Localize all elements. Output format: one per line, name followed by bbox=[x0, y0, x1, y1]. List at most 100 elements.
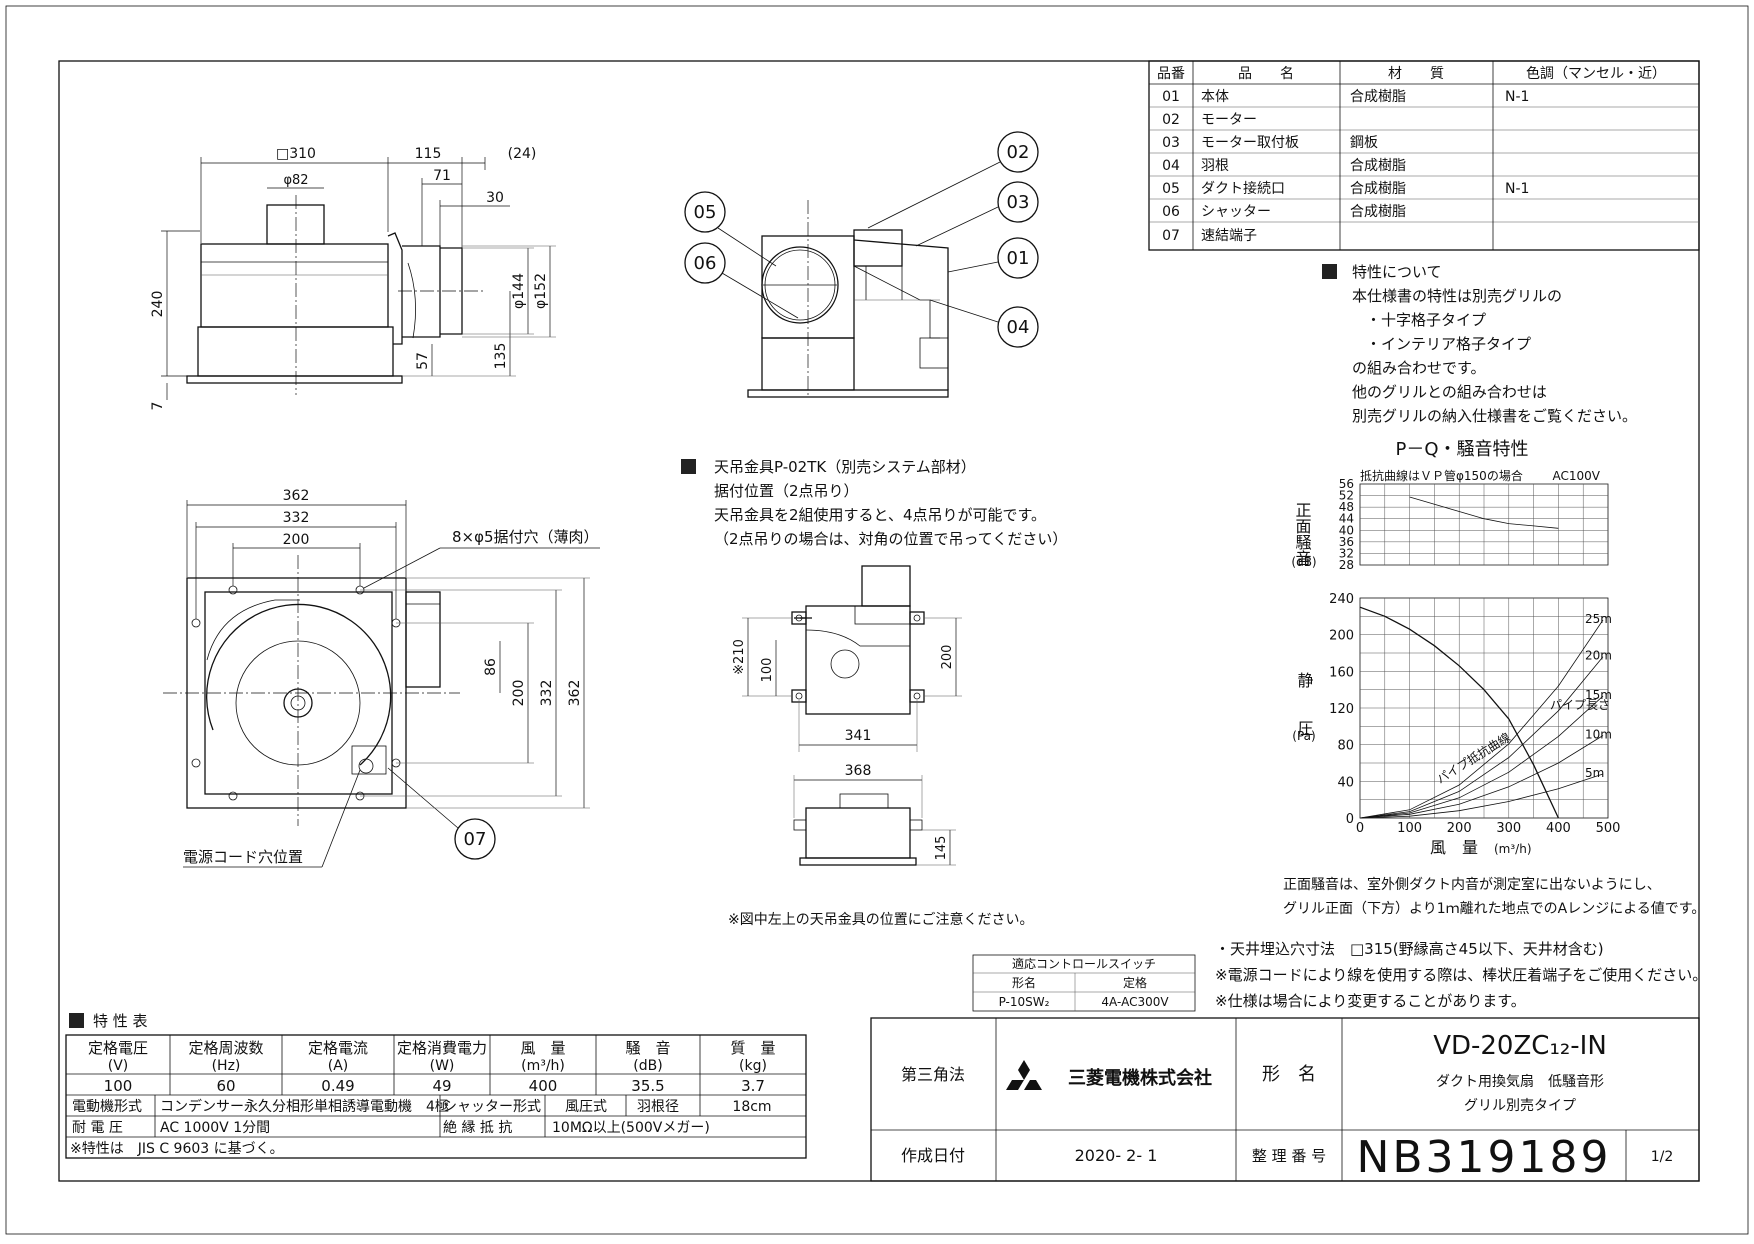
parts-cell: 03 bbox=[1162, 135, 1180, 151]
spec-h: 騒 音 bbox=[625, 1039, 670, 1057]
dim-152: φ152 bbox=[533, 273, 549, 309]
resistance-curve bbox=[1359, 619, 1604, 819]
pq-ytick: 120 bbox=[1329, 702, 1354, 717]
pq-xtick: 100 bbox=[1397, 821, 1422, 836]
pq-xtick: 0 bbox=[1356, 821, 1364, 836]
company-name: 三菱電機株式会社 bbox=[1068, 1067, 1212, 1089]
char-line: ・十字格子タイプ bbox=[1366, 311, 1486, 329]
svg-text:06: 06 bbox=[694, 253, 717, 274]
model-label: 形 名 bbox=[1262, 1064, 1316, 1085]
motor-value: コンデンサー永久分相形単相誘導電動機 4極 bbox=[160, 1098, 449, 1115]
page-number: 1/2 bbox=[1651, 1149, 1674, 1165]
spec-h: 定格周波数 bbox=[188, 1039, 263, 1057]
parts-header-no: 品番 bbox=[1157, 66, 1185, 82]
plan-view: 362 332 200 86 200 332 362 8×φ5据付穴（薄肉） 電… bbox=[163, 488, 600, 868]
noise-note-line: グリル正面（下方）より1ｍ離れた地点でのAレンジによる値です。 bbox=[1283, 900, 1705, 917]
dim-115: 115 bbox=[415, 146, 442, 162]
spec-h: 定格電流 bbox=[308, 1039, 368, 1057]
dim-v332: 332 bbox=[539, 680, 555, 707]
pq-chart-area: P－Q・騒音特性 抵抗曲線はＶＰ管φ150の場合 AC100V 56524844… bbox=[1291, 439, 1620, 857]
parts-cell: 04 bbox=[1162, 158, 1180, 174]
dim-v200: 200 bbox=[511, 680, 527, 707]
dim-v362: 362 bbox=[567, 680, 583, 707]
spec-v: 0.49 bbox=[321, 1077, 354, 1095]
pq-yunit: (Pa) bbox=[1292, 729, 1315, 743]
svg-text:05: 05 bbox=[694, 202, 717, 223]
dim-332: 332 bbox=[283, 510, 310, 526]
callout-04: 04 bbox=[929, 299, 1039, 348]
pq-ytick: 80 bbox=[1337, 739, 1354, 754]
resistance-curve bbox=[1359, 695, 1604, 819]
pq-ylabel: 静 圧 bbox=[1295, 672, 1314, 736]
date-value: 2020- 2- 1 bbox=[1075, 1146, 1158, 1165]
pq-xtick: 300 bbox=[1496, 821, 1521, 836]
pq-curve bbox=[1359, 606, 1559, 819]
general-notes: ・天井埋込穴寸法 □315(野縁高さ45以下、天井材含む) ※電源コードにより線… bbox=[1215, 940, 1707, 1010]
hanger-line: 据付位置（2点吊り） bbox=[714, 482, 859, 500]
pq-xtick: 400 bbox=[1546, 821, 1571, 836]
resistance-label: パイプ抵抗曲線 bbox=[1434, 729, 1513, 786]
date-label: 作成日付 bbox=[901, 1146, 965, 1165]
pq-ytick: 160 bbox=[1329, 665, 1354, 680]
inner-border bbox=[58, 60, 1700, 1182]
callout-07: 07 bbox=[387, 767, 496, 860]
svg-text:03: 03 bbox=[1007, 192, 1030, 213]
callout-02: 02 bbox=[867, 131, 1039, 229]
callouts: 02 03 01 04 05 06 07 bbox=[387, 131, 1039, 860]
dim-h200: 200 bbox=[940, 645, 955, 670]
noise-ytick: 56 bbox=[1339, 477, 1354, 491]
noise-note-line: 正面騒音は、室外側ダクト内音が測定室に出ないようにし、 bbox=[1283, 876, 1661, 893]
noise-ytick: 36 bbox=[1339, 535, 1354, 549]
spec-u: (A) bbox=[328, 1058, 349, 1074]
pq-ytick: 200 bbox=[1329, 629, 1354, 644]
dim-24: (24) bbox=[508, 146, 537, 162]
parts-rows: 01 本体 合成樹脂 N-1 02 モーター 03 モーター取付板 鋼板 04 … bbox=[1162, 89, 1529, 244]
pq-ytick: 40 bbox=[1337, 775, 1354, 790]
char-line: 本仕様書の特性は別売グリルの bbox=[1352, 287, 1562, 305]
spec-v: 400 bbox=[529, 1077, 558, 1095]
dim-341: 341 bbox=[845, 728, 872, 744]
spec-v: 60 bbox=[216, 1077, 235, 1095]
hanger-line: 天吊金具を2組使用すると、4点吊りが可能です。 bbox=[714, 506, 1046, 524]
dim-71: 71 bbox=[433, 168, 451, 184]
voltage-value: AC 1000V 1分間 bbox=[160, 1120, 270, 1136]
spec-footnote: ※特性は JIS C 9603 に基づく。 bbox=[70, 1140, 284, 1157]
spec-h: 定格電圧 bbox=[88, 1039, 148, 1057]
svg-text:07: 07 bbox=[464, 829, 487, 850]
hanger-line: （2点吊りの場合は、対角の位置で吊ってください） bbox=[714, 530, 1067, 548]
parts-cell: モーター取付板 bbox=[1201, 135, 1299, 151]
parts-cell: シャッター bbox=[1201, 204, 1271, 220]
parts-cell: 羽根 bbox=[1201, 158, 1229, 174]
noise-voltage: AC100V bbox=[1553, 469, 1601, 483]
spec-u: (Hz) bbox=[212, 1058, 241, 1074]
spec-u: (kg) bbox=[739, 1058, 767, 1074]
hanger-bullet bbox=[681, 459, 696, 474]
note-line: ・天井埋込穴寸法 □315(野縁高さ45以下、天井材含む) bbox=[1215, 940, 1604, 958]
model-desc2: グリル別売タイプ bbox=[1464, 1098, 1576, 1114]
pq-xunit: (m³/h) bbox=[1494, 842, 1532, 856]
model-desc1: ダクト用換気扇 低騒音形 bbox=[1436, 1073, 1604, 1090]
resistance-curve-label: 20m bbox=[1585, 649, 1612, 663]
mitsubishi-logo-icon bbox=[1006, 1060, 1042, 1090]
dim-57: 57 bbox=[415, 352, 431, 370]
note-line: ※仕様は場合により変更することがあります。 bbox=[1215, 992, 1526, 1010]
parts-cell: 05 bbox=[1162, 181, 1180, 197]
parts-table: 品番 品 名 材 質 色調（マンセル・近） 01 本体 合成樹脂 N-1 02 … bbox=[1148, 60, 1700, 251]
dim-368: 368 bbox=[845, 763, 872, 779]
resistance-curve-label: 25m bbox=[1585, 612, 1612, 626]
noise-ylabel: 正面騒音 bbox=[1293, 502, 1312, 566]
spec-bullet bbox=[69, 1013, 84, 1028]
noise-note: 正面騒音は、室外側ダクト内音が測定室に出ないようにし、 グリル正面（下方）より1… bbox=[1283, 876, 1705, 917]
char-line: 別売グリルの納入仕様書をご覧ください。 bbox=[1352, 407, 1637, 425]
parts-header-color: 色調（マンセル・近） bbox=[1526, 65, 1666, 82]
blade-label: 羽根径 bbox=[637, 1099, 679, 1115]
char-line: 他のグリルとの組み合わせは bbox=[1352, 383, 1547, 401]
noise-ytick: 52 bbox=[1339, 489, 1354, 503]
spec-h: 定格消費電力 bbox=[397, 1039, 487, 1057]
parts-cell: 合成樹脂 bbox=[1350, 89, 1406, 105]
insulation-value: 10MΩ以上(500Vメガー) bbox=[552, 1120, 710, 1136]
char-line: の組み合わせです。 bbox=[1352, 359, 1486, 377]
dim-240: 240 bbox=[150, 291, 166, 318]
noise-ytick: 44 bbox=[1339, 512, 1354, 526]
